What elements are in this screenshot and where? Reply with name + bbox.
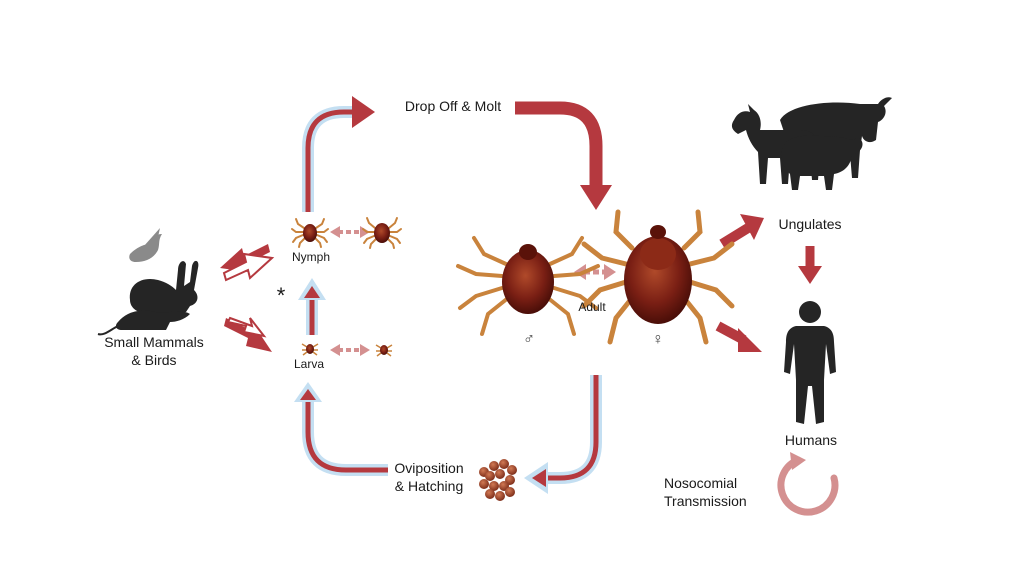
nymph-tick	[291, 218, 329, 248]
nymph-to-molt-arrow	[302, 96, 375, 212]
adult-to-humans-arrow	[715, 321, 762, 352]
nymph-host-exchange-arrow	[220, 244, 275, 282]
nosocomial-line2: Transmission	[664, 493, 747, 510]
human-silhouette	[784, 301, 836, 424]
nosocomial-circular-arrow	[777, 452, 839, 516]
ungulates-label: Ungulates	[778, 216, 842, 232]
rodent-silhouette	[97, 310, 190, 336]
ungulates-to-humans-arrow	[798, 246, 822, 284]
egg-cluster	[479, 459, 517, 501]
nosocomial-line1: Nosocomial	[664, 475, 738, 491]
female-symbol: ♀	[652, 331, 664, 348]
drop-off-molt-label: Drop Off & Molt	[404, 98, 502, 114]
small-mammals-birds-label: Small Mammals & Birds	[104, 334, 204, 369]
nymph-pair-dashed-arrow	[330, 226, 370, 238]
oviposition-hatching-label: Oviposition & Hatching	[394, 460, 463, 495]
rabbit-silhouette	[129, 260, 199, 314]
larva-to-nymph-arrow	[298, 278, 326, 335]
adult-to-ungulates-arrow	[719, 214, 764, 249]
small-mammals-line2: & Birds	[131, 351, 177, 368]
oviposition-line2: & Hatching	[394, 477, 464, 494]
male-adult-tick	[456, 236, 600, 336]
female-adult-tick	[581, 209, 735, 345]
larva-tick	[301, 343, 319, 356]
nymph-tick-engorged	[362, 217, 402, 249]
larva-label: Larva	[293, 357, 325, 371]
adult-to-oviposition-arrow	[524, 375, 602, 494]
asterisk-label: *	[276, 283, 286, 308]
nymph-label: Nymph	[291, 250, 331, 264]
small-mammals-line1: Small Mammals	[104, 334, 204, 350]
male-symbol: ♂	[523, 331, 535, 348]
goat-silhouette	[731, 104, 818, 184]
oviposition-line1: Oviposition	[394, 460, 464, 476]
nosocomial-transmission-label: Nosocomial Transmission	[664, 474, 747, 510]
sheep-silhouette	[781, 135, 863, 190]
molt-to-adult-arrow	[515, 101, 612, 210]
larva-host-exchange-arrow	[224, 316, 272, 352]
oviposition-to-larva-arrow	[294, 382, 388, 476]
humans-label: Humans	[784, 432, 838, 448]
larva-pair-dashed-arrow	[330, 344, 370, 356]
larva-tick-engorged	[375, 344, 393, 357]
adult-label: Adult	[578, 300, 606, 314]
bird-silhouette	[129, 228, 162, 262]
